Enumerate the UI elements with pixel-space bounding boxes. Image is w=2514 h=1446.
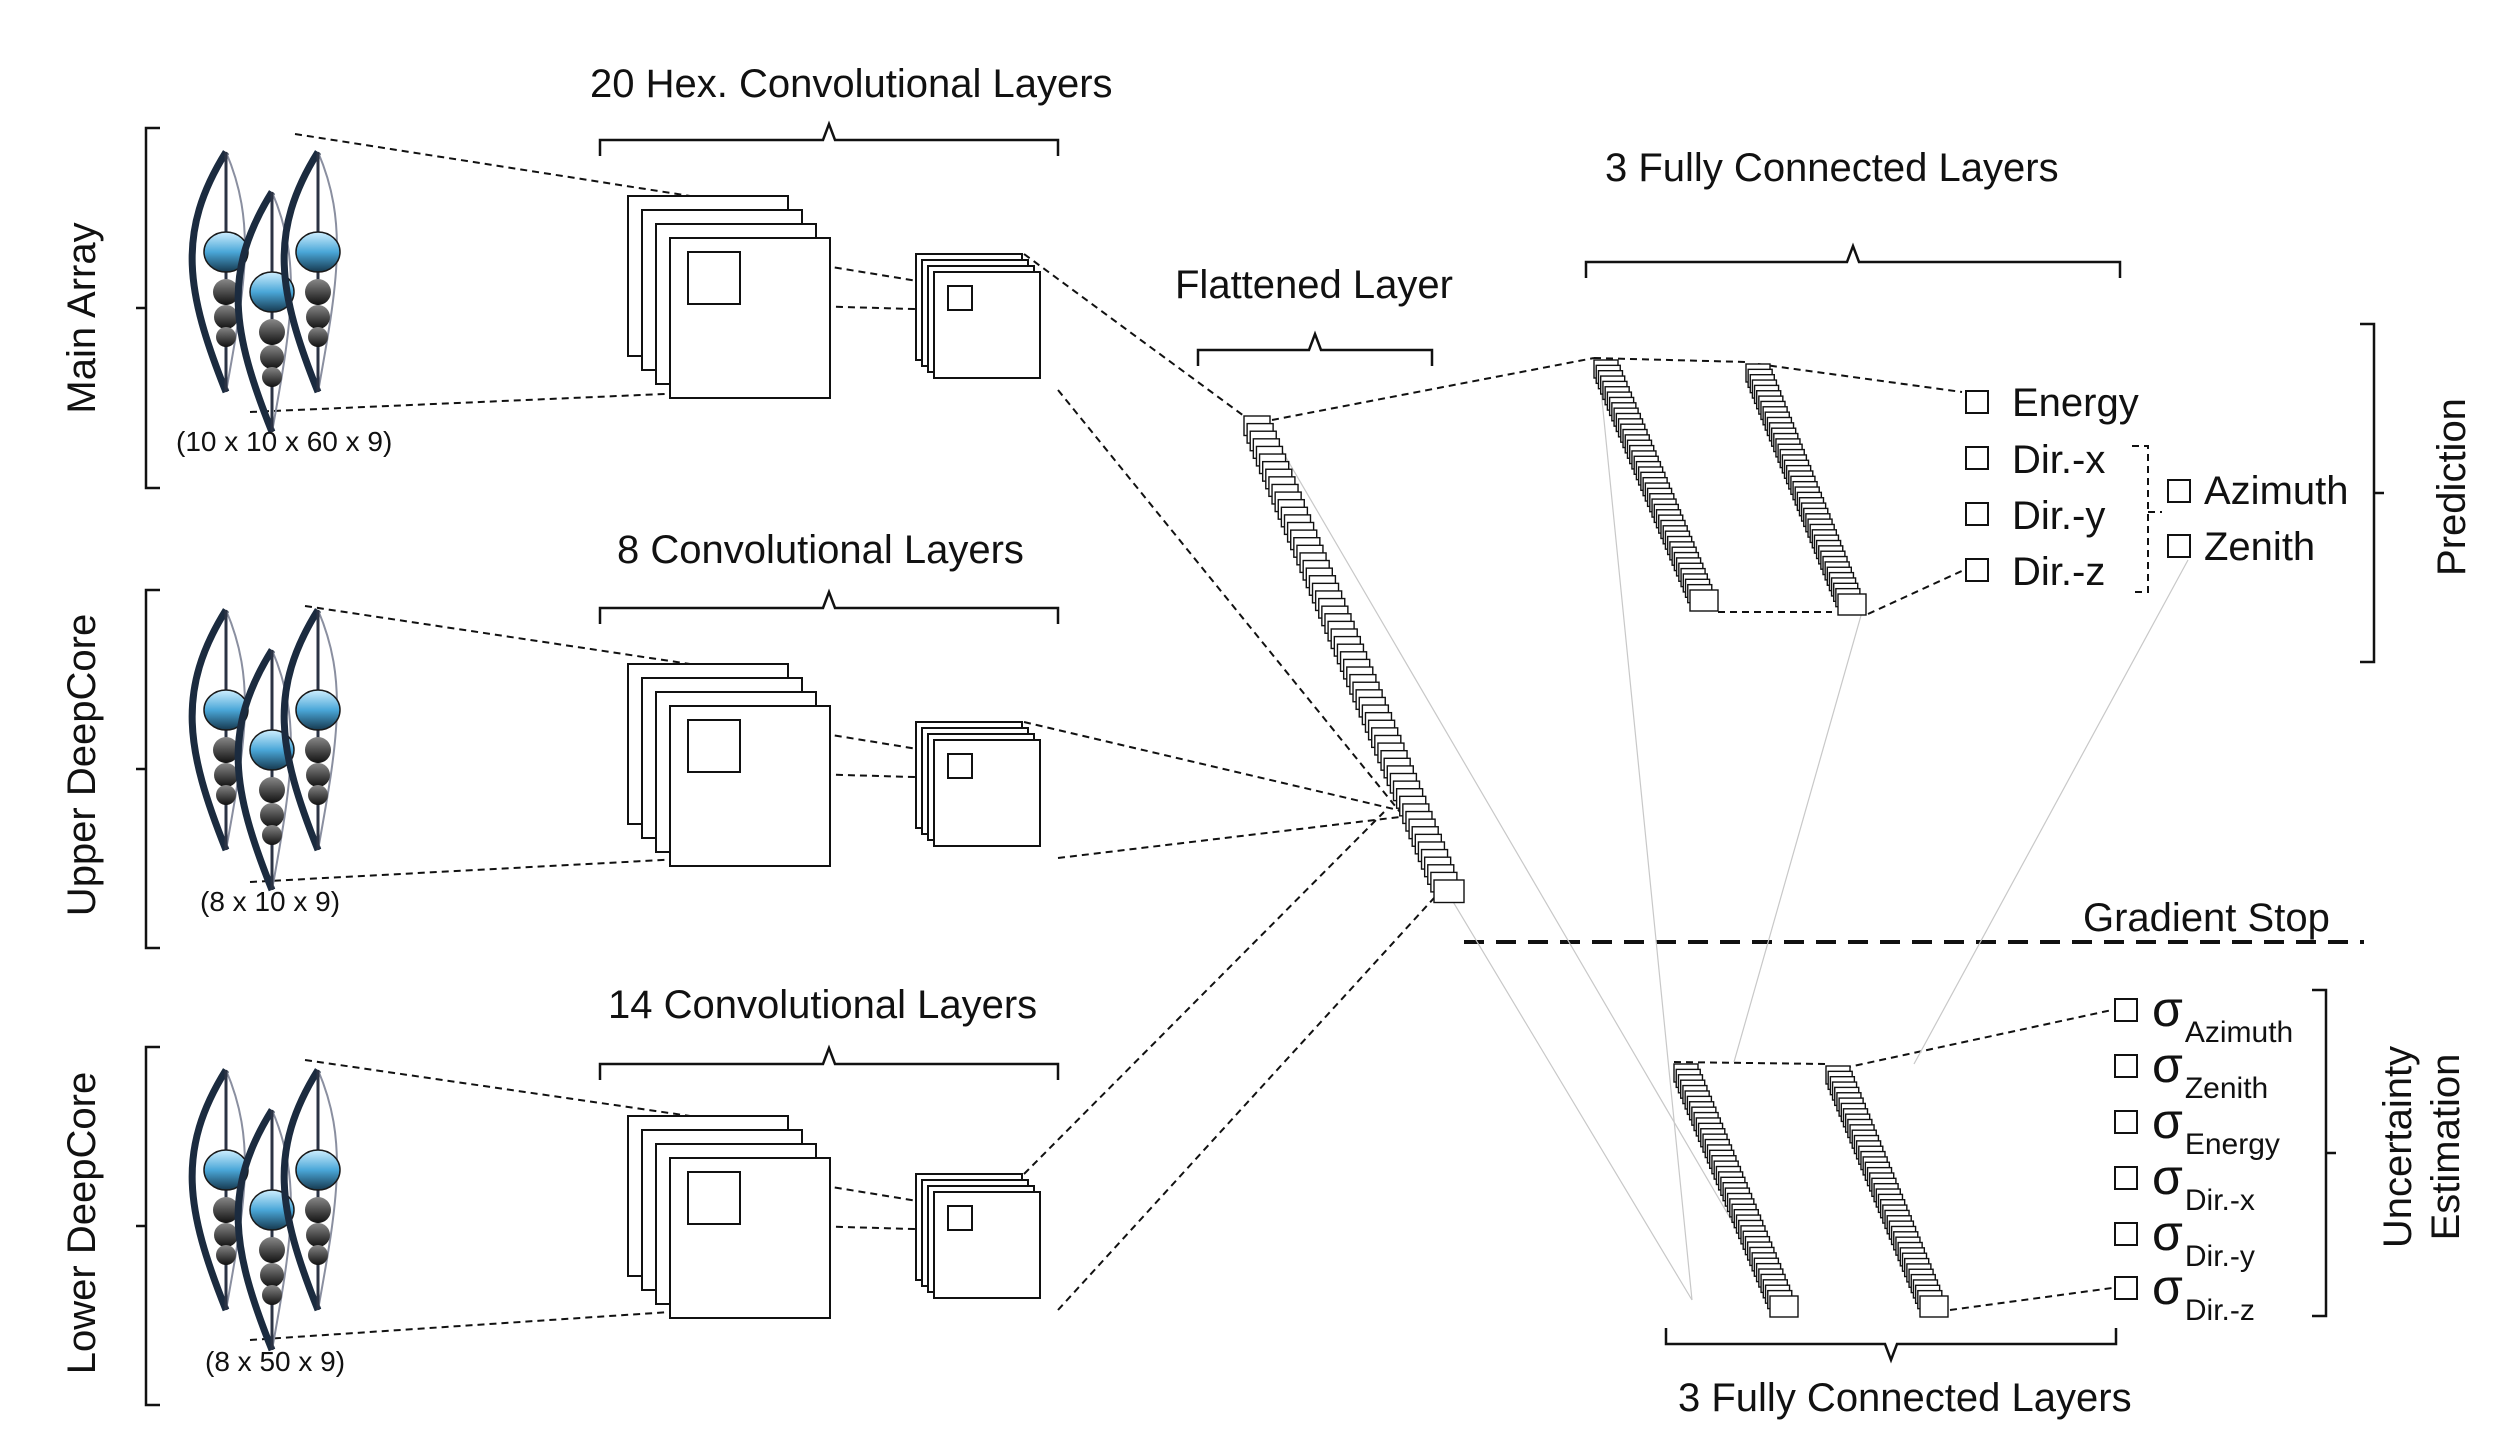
output-label-azimuth: Azimuth [2204,469,2349,513]
prediction-bracket [2360,322,2384,664]
fc-bottom-label: 3 Fully Connected Layers [1678,1376,2132,1420]
main-to-flat-top [1023,253,1245,417]
output-box-zenith [2167,534,2191,558]
sigma-label-energy: σEnergy [2152,1093,2280,1161]
fc-bottom-column-2 [1825,1065,1949,1318]
lower-deepcore-kernel [687,1171,741,1225]
branch-label-lower-deepcore: Lower DeepCore [60,1071,104,1375]
upper-deepcore-big-stack [627,663,831,867]
lower-deepcore-small-stack [915,1173,1041,1299]
upper-deepcore-kernel-link-bottom [739,771,949,779]
fc-top-column-2 [1745,363,1867,616]
output-box-azimuth [2167,479,2191,503]
lower-input-link-bottom [249,1309,701,1341]
main-to-flat-bottom [1057,389,1401,813]
fc-top-brace [1584,242,2122,278]
dir-dashed-bracket [2132,445,2162,593]
upper-deepcore-kernel [687,719,741,773]
lower-input-link-top [304,1059,691,1117]
fc-top-label: 3 Fully Connected Layers [1605,146,2059,190]
main-input-link-bottom [249,391,711,413]
thin-flat-to-lower-fc-a [1269,429,1779,1301]
sigma-label-dir-y: σDir.-y [2152,1205,2255,1273]
branch-bracket-lower-deepcore [136,1045,160,1407]
main-input-link-top [294,133,691,197]
conv-label-main-array: 20 Hex. Convolutional Layers [590,62,1113,106]
uncertainty-label: Uncertainty Estimation [2376,1045,2468,1249]
sigma-box-dir-x [2114,1166,2138,1190]
thin-zenith-to-lower-fc [1913,559,2189,1065]
branch-bracket-upper-deepcore [136,588,160,950]
upper-to-flat-top [1023,721,1399,811]
conv-label-upper-deepcore: 8 Convolutional Layers [617,528,1024,572]
output-box-dir-z [1965,558,1989,582]
fc-top-link-top [1593,357,1747,363]
detector-icon-lower-deepcore [188,1068,341,1352]
flattened-layer-label: Flattened Layer [1175,263,1453,307]
lower-deepcore-small-kernel [947,1205,973,1231]
upper-deepcore-small-kernel [947,753,973,779]
main-array-small-kernel [947,285,973,311]
conv-brace-main-array [598,120,1060,156]
flattened-layer-column [1243,415,1465,904]
upper-input-link-top [304,605,691,665]
upper-to-flat-bottom [1057,815,1409,859]
lower-to-flat-top [1023,811,1385,1175]
conv-label-lower-deepcore: 14 Convolutional Layers [608,983,1038,1027]
sigma-label-azimuth: σAzimuth [2152,981,2294,1049]
main-array-big-stack [627,195,831,399]
lower-deepcore-kernel-link-bottom [739,1223,949,1231]
output-label-dir-x: Dir.-x [2012,438,2106,482]
detector-icon-upper-deepcore [188,608,341,892]
input-shape-lower-deepcore: (8 x 50 x 9) [205,1346,346,1377]
lower-deepcore-big-stack [627,1115,831,1319]
flat-to-fc-top-a [1271,357,1595,421]
prediction-label: Prediction [2430,398,2474,576]
output-box-dir-x [1965,446,1989,470]
fc-bottom-link-top [1673,1061,1827,1065]
thin-fc1-to-lower-fc [1599,379,1693,1301]
fc-bottom-to-sigma-dirz [1949,1287,2113,1311]
output-label-dir-z: Dir.-z [2012,550,2106,594]
sigma-box-dir-z [2114,1276,2138,1300]
sigma-label-dir-x: σDir.-x [2152,1149,2255,1217]
fc-top-column-1 [1593,359,1719,612]
input-shape-main-array: (10 x 10 x 60 x 9) [176,426,393,457]
branch-bracket-main-array [136,126,160,490]
fc-top-to-energy [1757,363,1963,393]
lower-to-flat-bottom [1057,897,1435,1311]
detector-icon-main-array [188,150,341,434]
output-box-energy [1965,390,1989,414]
main-array-kernel-link-bottom [739,303,949,311]
sigma-box-azimuth [2114,998,2138,1022]
sigma-box-energy [2114,1110,2138,1134]
output-label-zenith: Zenith [2204,525,2316,569]
fc-bottom-to-sigma-az [1843,1009,2113,1069]
sigma-box-dir-y [2114,1222,2138,1246]
upper-input-link-bottom [249,857,701,883]
conv-brace-upper-deepcore [598,588,1060,624]
upper-deepcore-small-stack [915,721,1041,847]
fc-bottom-column-1 [1673,1063,1799,1318]
flattened-brace [1196,330,1434,366]
thin-flat-to-lower-fc-b [1439,879,1693,1301]
main-array-kernel [687,251,741,305]
sigma-label-dir-z: σDir.-z [2152,1259,2255,1327]
output-box-dir-y [1965,502,1989,526]
output-label-energy: Energy [2012,381,2139,425]
conv-brace-lower-deepcore [598,1044,1060,1080]
input-shape-upper-deepcore: (8 x 10 x 9) [200,886,341,917]
main-array-small-stack [915,253,1041,379]
branch-label-main-array: Main Array [60,222,104,414]
fc-bottom-brace [1664,1328,2118,1364]
output-label-dir-y: Dir.-y [2012,494,2106,538]
sigma-box-zenith [2114,1054,2138,1078]
uncertainty-bracket [2312,988,2336,1318]
fc-top-to-dirz [1867,569,1965,615]
sigma-label-zenith: σZenith [2152,1037,2269,1105]
gradient-stop-label: Gradient Stop [2083,896,2330,940]
thin-fc2-to-lower-fc [1733,611,1863,1063]
branch-label-upper-deepcore: Upper DeepCore [60,613,104,917]
